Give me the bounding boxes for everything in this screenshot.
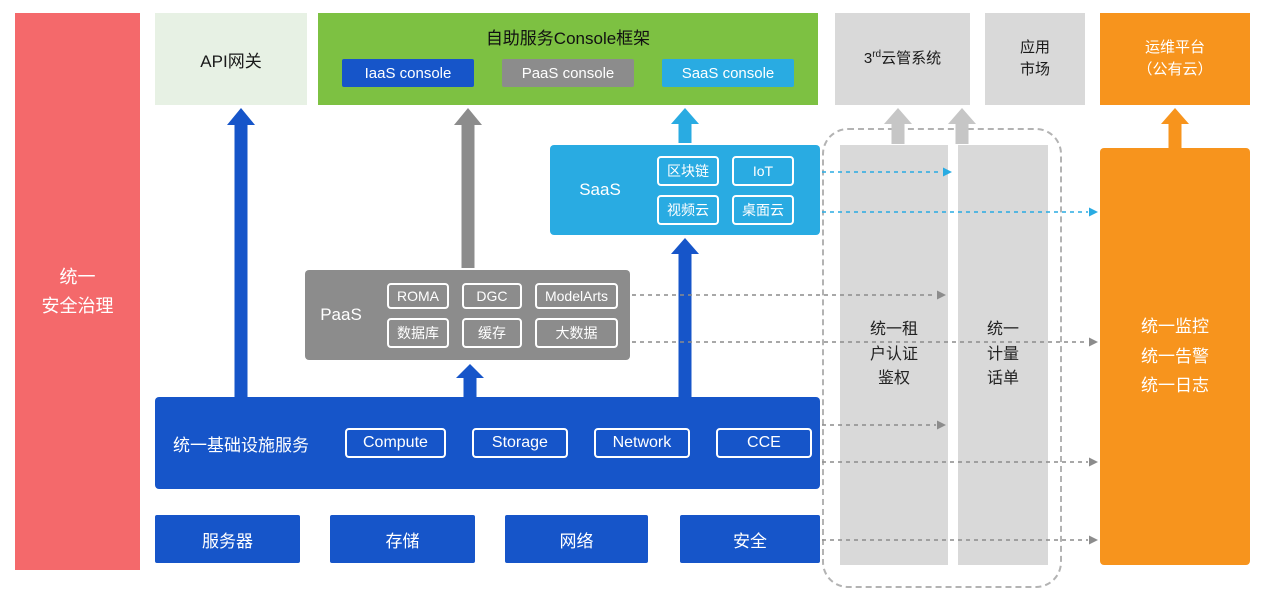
hw-box-storage: 存储 bbox=[330, 515, 475, 563]
infra-chip-compute: Compute bbox=[345, 428, 446, 458]
dashed-infra-to-monitor-head bbox=[1089, 457, 1098, 467]
arrow-infra-to-paas bbox=[456, 364, 484, 397]
paas-chip-grid: ROMA DGC ModelArts 数据库 缓存 大数据 bbox=[386, 282, 618, 348]
third-party-cloud-box: 3rd云管系统 bbox=[835, 13, 970, 105]
console-framework-title: 自助服务Console框架 bbox=[485, 29, 651, 48]
paas-console-button: PaaS console bbox=[502, 59, 634, 87]
arrow-monitor-to-ops-platform bbox=[1161, 108, 1189, 148]
iaas-console-button: IaaS console bbox=[342, 59, 474, 87]
hw-box-security: 安全 bbox=[680, 515, 820, 563]
dashed-saas-to-monitor-head bbox=[1089, 207, 1098, 217]
infrastructure-label: 统一基础设施服务 bbox=[173, 435, 309, 455]
ops-platform-box: 运维平台 （公有云） bbox=[1100, 13, 1250, 105]
arrow-saas-to-console bbox=[671, 108, 699, 143]
metering-column: 统一 计量 话单 bbox=[958, 145, 1048, 565]
middleware-dashed-frame bbox=[822, 128, 1062, 588]
paas-chip-cache: 缓存 bbox=[461, 317, 522, 348]
arrow-infra-to-saas bbox=[671, 238, 699, 397]
saas-console-button: SaaS console bbox=[662, 59, 794, 87]
unified-monitor-box: 统一监控 统一告警 统一日志 bbox=[1100, 148, 1250, 565]
paas-chip-modelarts: ModelArts bbox=[534, 282, 618, 309]
tenant-auth-column: 统一租 户认证 鉴权 bbox=[840, 145, 948, 565]
arrow-paas-to-console bbox=[454, 108, 482, 268]
infra-chip-cce: CCE bbox=[715, 428, 812, 458]
hw-box-network: 网络 bbox=[505, 515, 648, 563]
dashed-paas-to-monitor-head bbox=[1089, 337, 1098, 347]
dashed-hw-to-monitor-head bbox=[1089, 535, 1098, 545]
arrow-infra-to-api-gateway bbox=[227, 108, 255, 397]
app-market-box: 应用 市场 bbox=[985, 13, 1085, 105]
infrastructure-chip-row: Compute Storage Network CCE bbox=[345, 428, 812, 458]
saas-chip-iot: IoT bbox=[732, 155, 794, 186]
saas-chip-video-cloud: 视频云 bbox=[657, 194, 719, 225]
saas-chip-blockchain: 区块链 bbox=[657, 155, 719, 186]
paas-chip-database: 数据库 bbox=[386, 317, 449, 348]
hw-box-server: 服务器 bbox=[155, 515, 300, 563]
third-party-cloud-label: 3rd云管系统 bbox=[863, 49, 942, 68]
console-framework-box: 自助服务Console框架 IaaS console PaaS console … bbox=[318, 13, 818, 105]
paas-chip-dgc: DGC bbox=[461, 282, 522, 309]
infra-chip-network: Network bbox=[593, 428, 690, 458]
api-gateway-box: API网关 bbox=[155, 13, 307, 105]
saas-label: SaaS bbox=[579, 180, 621, 199]
paas-chip-bigdata: 大数据 bbox=[534, 317, 618, 348]
paas-chip-roma: ROMA bbox=[386, 282, 449, 309]
unified-security-bar: 统一 安全治理 bbox=[15, 13, 140, 570]
console-button-row: IaaS console PaaS console SaaS console bbox=[318, 59, 818, 87]
infra-chip-storage: Storage bbox=[471, 428, 568, 458]
saas-box: SaaS 区块链 IoT 视频云 桌面云 bbox=[550, 145, 820, 235]
paas-label: PaaS bbox=[320, 305, 362, 324]
saas-chip-desktop-cloud: 桌面云 bbox=[732, 194, 794, 225]
paas-box: PaaS ROMA DGC ModelArts 数据库 缓存 大数据 bbox=[305, 270, 630, 360]
infrastructure-box: 统一基础设施服务 Compute Storage Network CCE bbox=[155, 397, 820, 489]
saas-chip-grid: 区块链 IoT 视频云 桌面云 bbox=[657, 155, 794, 225]
